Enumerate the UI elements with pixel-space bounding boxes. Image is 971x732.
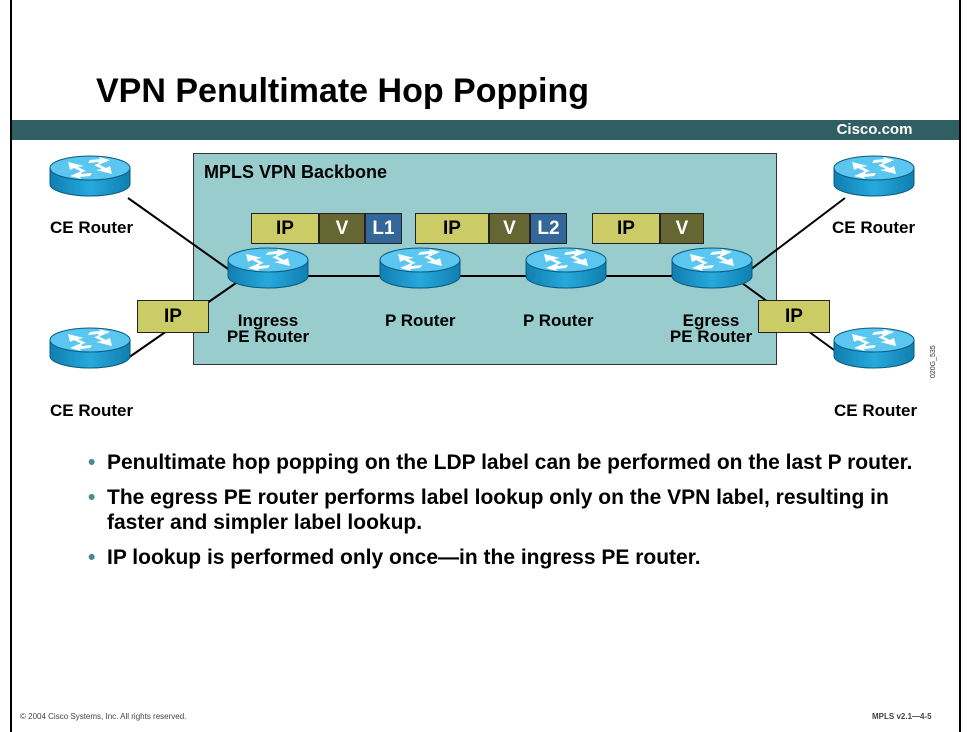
router-icon [49, 155, 131, 197]
ce-router-bottom-left-label: CE Router [50, 401, 134, 420]
egress-label-line2: PE Router [669, 327, 753, 346]
slide-side-code: 020G_535 [930, 345, 937, 378]
bullet-dot: • [88, 546, 96, 569]
slide-frame [10, 0, 961, 732]
packet-ldp-label: L1 [365, 213, 402, 244]
footer-copyright: © 2004 Cisco Systems, Inc. All rights re… [20, 712, 187, 721]
router-icon [833, 327, 915, 369]
ingress-pe-router-label: Ingress PE Router [222, 311, 314, 346]
bullet-text: Penultimate hop popping on the LDP label… [107, 451, 913, 474]
router-icon [525, 247, 607, 289]
router-icon [671, 247, 753, 289]
footer-course-code: MPLS v2.1—4-5 [872, 712, 932, 721]
ce-router-top-left-label: CE Router [50, 218, 134, 237]
router-icon [833, 155, 915, 197]
bullet-text: IP lookup is performed only once—in the … [107, 546, 701, 569]
bullet-text: The egress PE router performs label look… [107, 486, 889, 534]
packet-ip-right: IP [758, 300, 830, 333]
packet-ip-field: IP [251, 213, 319, 244]
bullet-dot: • [88, 451, 96, 474]
router-icon [49, 327, 131, 369]
brand-label: Cisco.com [836, 121, 913, 138]
link-egress-ce-tr [741, 197, 846, 277]
router-icon [227, 247, 309, 289]
bullet-item: • The egress PE router performs label lo… [88, 485, 948, 535]
ingress-label-line2: PE Router [226, 327, 310, 346]
bullet-dot: • [88, 486, 96, 509]
bullet-item: • Penultimate hop popping on the LDP lab… [88, 450, 948, 475]
bullet-item: • IP lookup is performed only once—in th… [88, 545, 948, 570]
link-ce-tl-ingress [127, 197, 239, 277]
packet-vpn-label: V [319, 213, 365, 244]
packet-ip-field: IP [415, 213, 489, 244]
backbone-label: MPLS VPN Backbone [204, 162, 388, 182]
packet-vpn-label: V [660, 213, 704, 244]
slide-title: VPN Penultimate Hop Popping [96, 72, 590, 110]
p-router-2-label: P Router [523, 311, 594, 330]
title-band [12, 120, 959, 140]
router-icon [379, 247, 461, 289]
bullet-list: • Penultimate hop popping on the LDP lab… [88, 450, 948, 580]
egress-pe-router-label: Egress PE Router [663, 311, 759, 346]
packet-ip-left: IP [137, 300, 209, 333]
packet-vpn-label: V [489, 213, 530, 244]
ingress-label-line1: Ingress [237, 311, 299, 330]
packet-ldp-label: L2 [530, 213, 567, 244]
egress-label-line1: Egress [682, 311, 740, 330]
packet-ip-field: IP [592, 213, 660, 244]
ce-router-bottom-right-label: CE Router [834, 401, 918, 420]
ce-router-top-right-label: CE Router [832, 218, 916, 237]
p-router-1-label: P Router [385, 311, 456, 330]
